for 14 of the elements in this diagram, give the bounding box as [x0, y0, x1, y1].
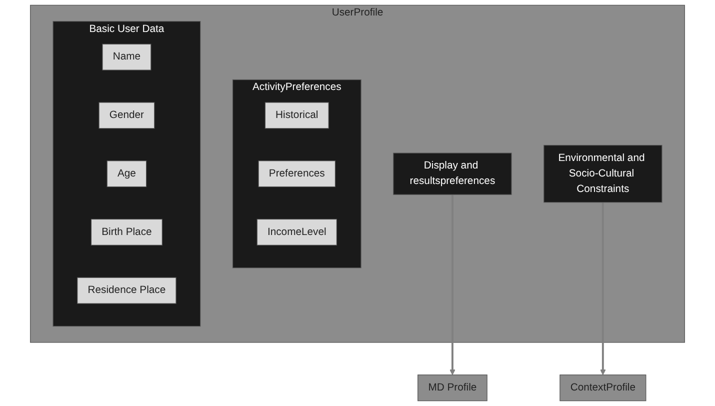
node-box: Gender	[98, 102, 155, 129]
node-box: Age	[106, 160, 147, 188]
node-box: Historical	[264, 102, 329, 129]
node-box: Preferences	[258, 160, 336, 188]
node-box: Display and resultspreferences	[393, 152, 512, 195]
node-box: Residence Place	[77, 277, 176, 304]
arrow	[450, 194, 456, 376]
node-box: Environmental and Socio-Cultural Constraints	[544, 144, 662, 203]
node-box: IncomeLevel	[256, 218, 337, 246]
node-box: MD Profile	[418, 374, 488, 402]
node-box: ContextProfile	[560, 374, 646, 402]
node-box: Birth Place	[90, 218, 162, 246]
arrow	[600, 202, 606, 376]
node-box: Name	[102, 44, 152, 70]
